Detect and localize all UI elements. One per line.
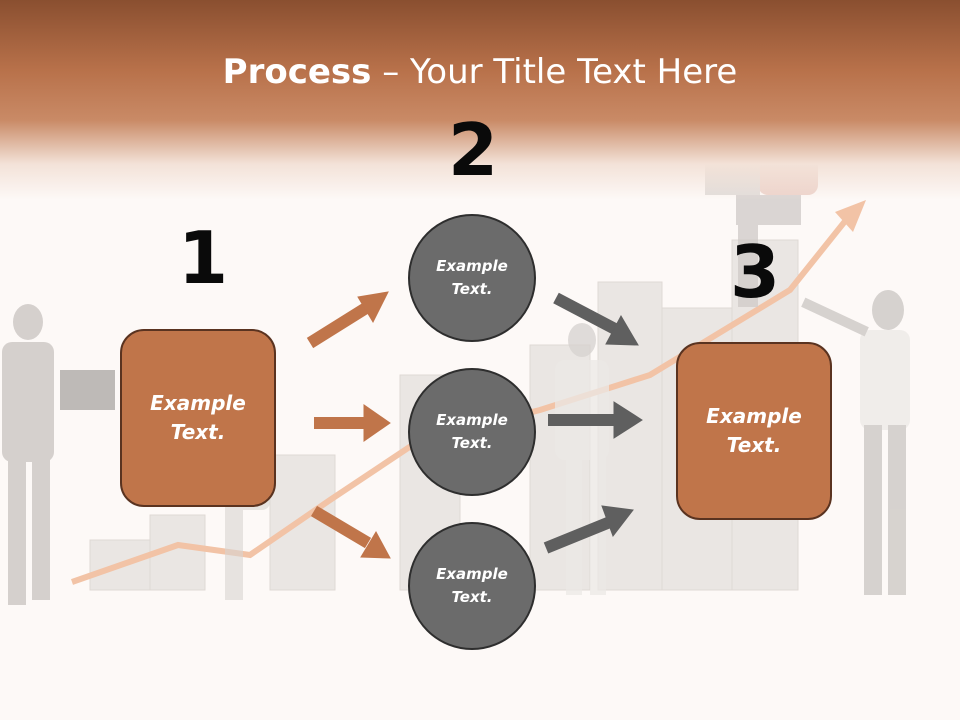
step-1-text-line1: Example [150,391,246,415]
orange-arrow-right [314,404,391,442]
step-1-text-line2: Text. [170,420,226,444]
gray-arrow-right [548,401,643,439]
circle-middle-line2: Text. [451,434,493,452]
orange-arrow-up [306,291,389,349]
circle-top-line1: Example [436,257,508,275]
step-3-box: Example Text. [676,342,832,520]
step-number-3: 3 [730,230,781,314]
circle-top: Example Text. [408,214,536,342]
orange-arrow-down [310,505,391,559]
page-title: Process – Your Title Text Here [0,52,960,92]
circle-middle: Example Text. [408,368,536,496]
step-number-2: 2 [448,108,499,192]
header-band [0,0,960,200]
gray-arrow-up [543,505,634,554]
title-bold: Process [222,52,372,92]
circle-top-line2: Text. [451,280,493,298]
gray-arrow-down [553,292,639,346]
circle-bottom-line2: Text. [451,588,493,606]
circle-bottom-line1: Example [436,565,508,583]
circle-middle-line1: Example [436,411,508,429]
title-rest: Your Title Text Here [410,52,738,92]
title-separator: – [371,52,411,92]
step-3-text-line1: Example [706,404,802,428]
circle-bottom: Example Text. [408,522,536,650]
step-3-text-line2: Text. [726,433,782,457]
step-1-box: Example Text. [120,329,276,507]
step-number-1: 1 [178,216,229,300]
